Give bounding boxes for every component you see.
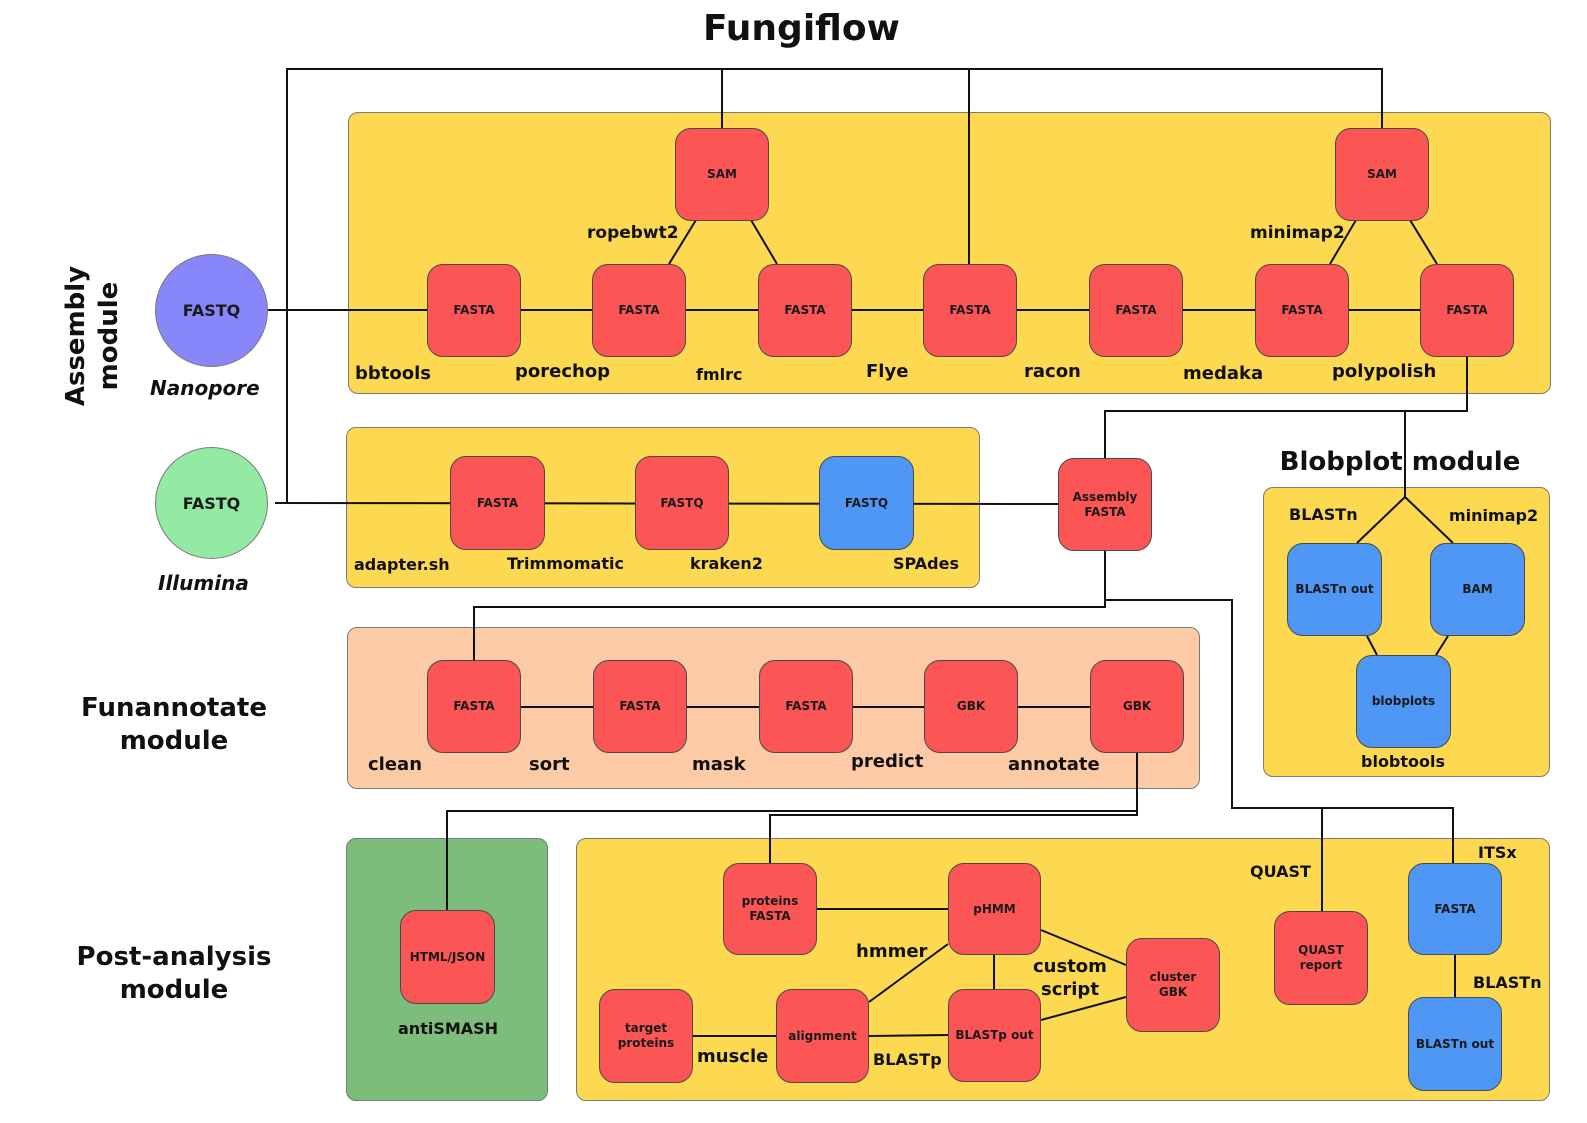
sam-node-ropebwt2: SAM <box>675 128 769 221</box>
tool-label-hmmer: hmmer <box>856 941 928 962</box>
tool-label-medaka: medaka <box>1183 363 1264 384</box>
nanopore-fastq-node: FASTQ <box>155 254 268 367</box>
tool-label-antismash: antiSMASH <box>398 1019 499 1038</box>
tool-label-itsx: ITSx <box>1478 843 1517 862</box>
illumina-label: Illumina <box>158 571 249 595</box>
quast-report-node: QUAST report <box>1274 911 1368 1005</box>
blobplots-node: blobplots <box>1356 655 1451 748</box>
gbk-node-annotate: GBK <box>1090 660 1184 753</box>
tool-label-spades: SPAdes <box>893 554 959 573</box>
nanopore-label: Nanopore <box>150 376 260 400</box>
fasta-node-racon: FASTA <box>1089 264 1183 357</box>
fasta-node-fmlrc: FASTA <box>758 264 852 357</box>
tool-label-clean: clean <box>368 754 423 775</box>
post-analysis-module-label: Post-analysis module <box>76 942 272 1005</box>
tool-label-ropebwt2: ropebwt2 <box>587 223 679 243</box>
tool-label-kraken2: kraken2 <box>690 554 763 573</box>
fasta-node-polypolish: FASTA <box>1420 264 1514 357</box>
tool-label-quast: QUAST <box>1250 862 1311 881</box>
tool-label-blastp: BLASTp <box>873 1050 942 1069</box>
fasta-node-medaka: FASTA <box>1255 264 1349 357</box>
tool-label-polypolish: polypolish <box>1332 361 1437 382</box>
tool-label-minimap2-blobplot: minimap2 <box>1449 506 1539 525</box>
fastq-node-trimmomatic: FASTQ <box>635 456 729 550</box>
tool-label-fmlrc: fmlrc <box>696 365 743 384</box>
blastn-out-node-post: BLASTn out <box>1408 997 1502 1091</box>
tool-label-trimmomatic: Trimmomatic <box>507 554 624 573</box>
blastp-out-node: BLASTp out <box>948 989 1041 1082</box>
fasta-node-mask: FASTA <box>759 660 853 753</box>
gbk-node-predict: GBK <box>924 660 1018 753</box>
bam-node: BAM <box>1430 543 1525 636</box>
blastn-out-node-blobplot: BLASTn out <box>1287 543 1382 636</box>
fastq-node-kraken2: FASTQ <box>819 456 914 550</box>
tool-label-adapter: adapter.sh <box>354 555 450 574</box>
tool-label-bbtools: bbtools <box>355 363 431 384</box>
illumina-fastq-node: FASTQ <box>155 447 268 559</box>
tool-label-blobtools: blobtools <box>1361 752 1446 771</box>
tool-label-flye: Flye <box>866 361 909 382</box>
tool-label-minimap2: minimap2 <box>1250 223 1345 243</box>
target-proteins-node: target proteins <box>599 989 693 1083</box>
cluster-gbk-node: cluster GBK <box>1126 938 1220 1032</box>
tool-label-porechop: porechop <box>515 361 611 382</box>
tool-label-custom-script: custom script <box>1033 956 1107 1000</box>
html-json-node: HTML/JSON <box>400 910 495 1004</box>
tool-label-racon: racon <box>1024 361 1081 382</box>
blobplot-module-label: Blobplot module <box>1279 447 1521 477</box>
alignment-node: alignment <box>776 989 869 1083</box>
funannotate-module-label: Funannotate module <box>81 693 267 756</box>
tool-label-blastn-post: BLASTn <box>1473 973 1542 992</box>
tool-label-blastn-blobplot: BLASTn <box>1289 505 1358 524</box>
tool-label-muscle: muscle <box>697 1046 769 1067</box>
assembly-fasta-node: Assembly FASTA <box>1058 458 1152 551</box>
fasta-node-sort: FASTA <box>593 660 687 753</box>
tool-label-mask: mask <box>692 754 746 775</box>
proteins-fasta-node: proteins FASTA <box>723 863 817 955</box>
tool-label-annotate: annotate <box>1008 754 1100 775</box>
itsx-fasta-node: FASTA <box>1408 863 1502 955</box>
assembly-module-label: Assembly module <box>61 265 124 407</box>
fasta-node-adapter: FASTA <box>450 456 545 550</box>
fasta-node-flye: FASTA <box>923 264 1017 357</box>
fasta-node-bbtools: FASTA <box>427 264 521 357</box>
fasta-node-porechop: FASTA <box>592 264 686 357</box>
sam-node-minimap2: SAM <box>1335 128 1429 221</box>
tool-label-sort: sort <box>529 754 570 775</box>
tool-label-predict: predict <box>851 751 924 772</box>
diagram-title: Fungiflow <box>703 8 900 49</box>
fasta-node-clean: FASTA <box>427 660 521 753</box>
phmm-node: pHMM <box>948 863 1041 955</box>
